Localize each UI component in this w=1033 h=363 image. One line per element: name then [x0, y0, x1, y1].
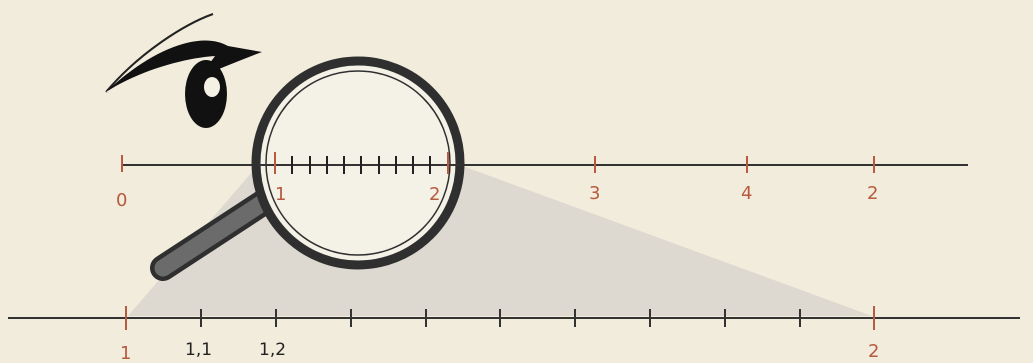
- lower-label-1: 1: [120, 343, 131, 363]
- upper-label-0: 0: [116, 190, 127, 211]
- upper-label-4: 4: [741, 183, 752, 204]
- lower-label-1-2: 1,2: [259, 340, 286, 360]
- magnification-shadow: [128, 165, 872, 316]
- eye-icon: [106, 14, 262, 128]
- upper-label-3: 3: [589, 183, 600, 204]
- upper-number-line: [122, 155, 968, 173]
- lower-label-1-1: 1,1: [185, 340, 212, 360]
- upper-label-2: 2: [429, 184, 440, 205]
- upper-label-end: 2: [867, 183, 878, 204]
- upper-label-1: 1: [275, 184, 286, 205]
- lower-label-2: 2: [868, 341, 879, 362]
